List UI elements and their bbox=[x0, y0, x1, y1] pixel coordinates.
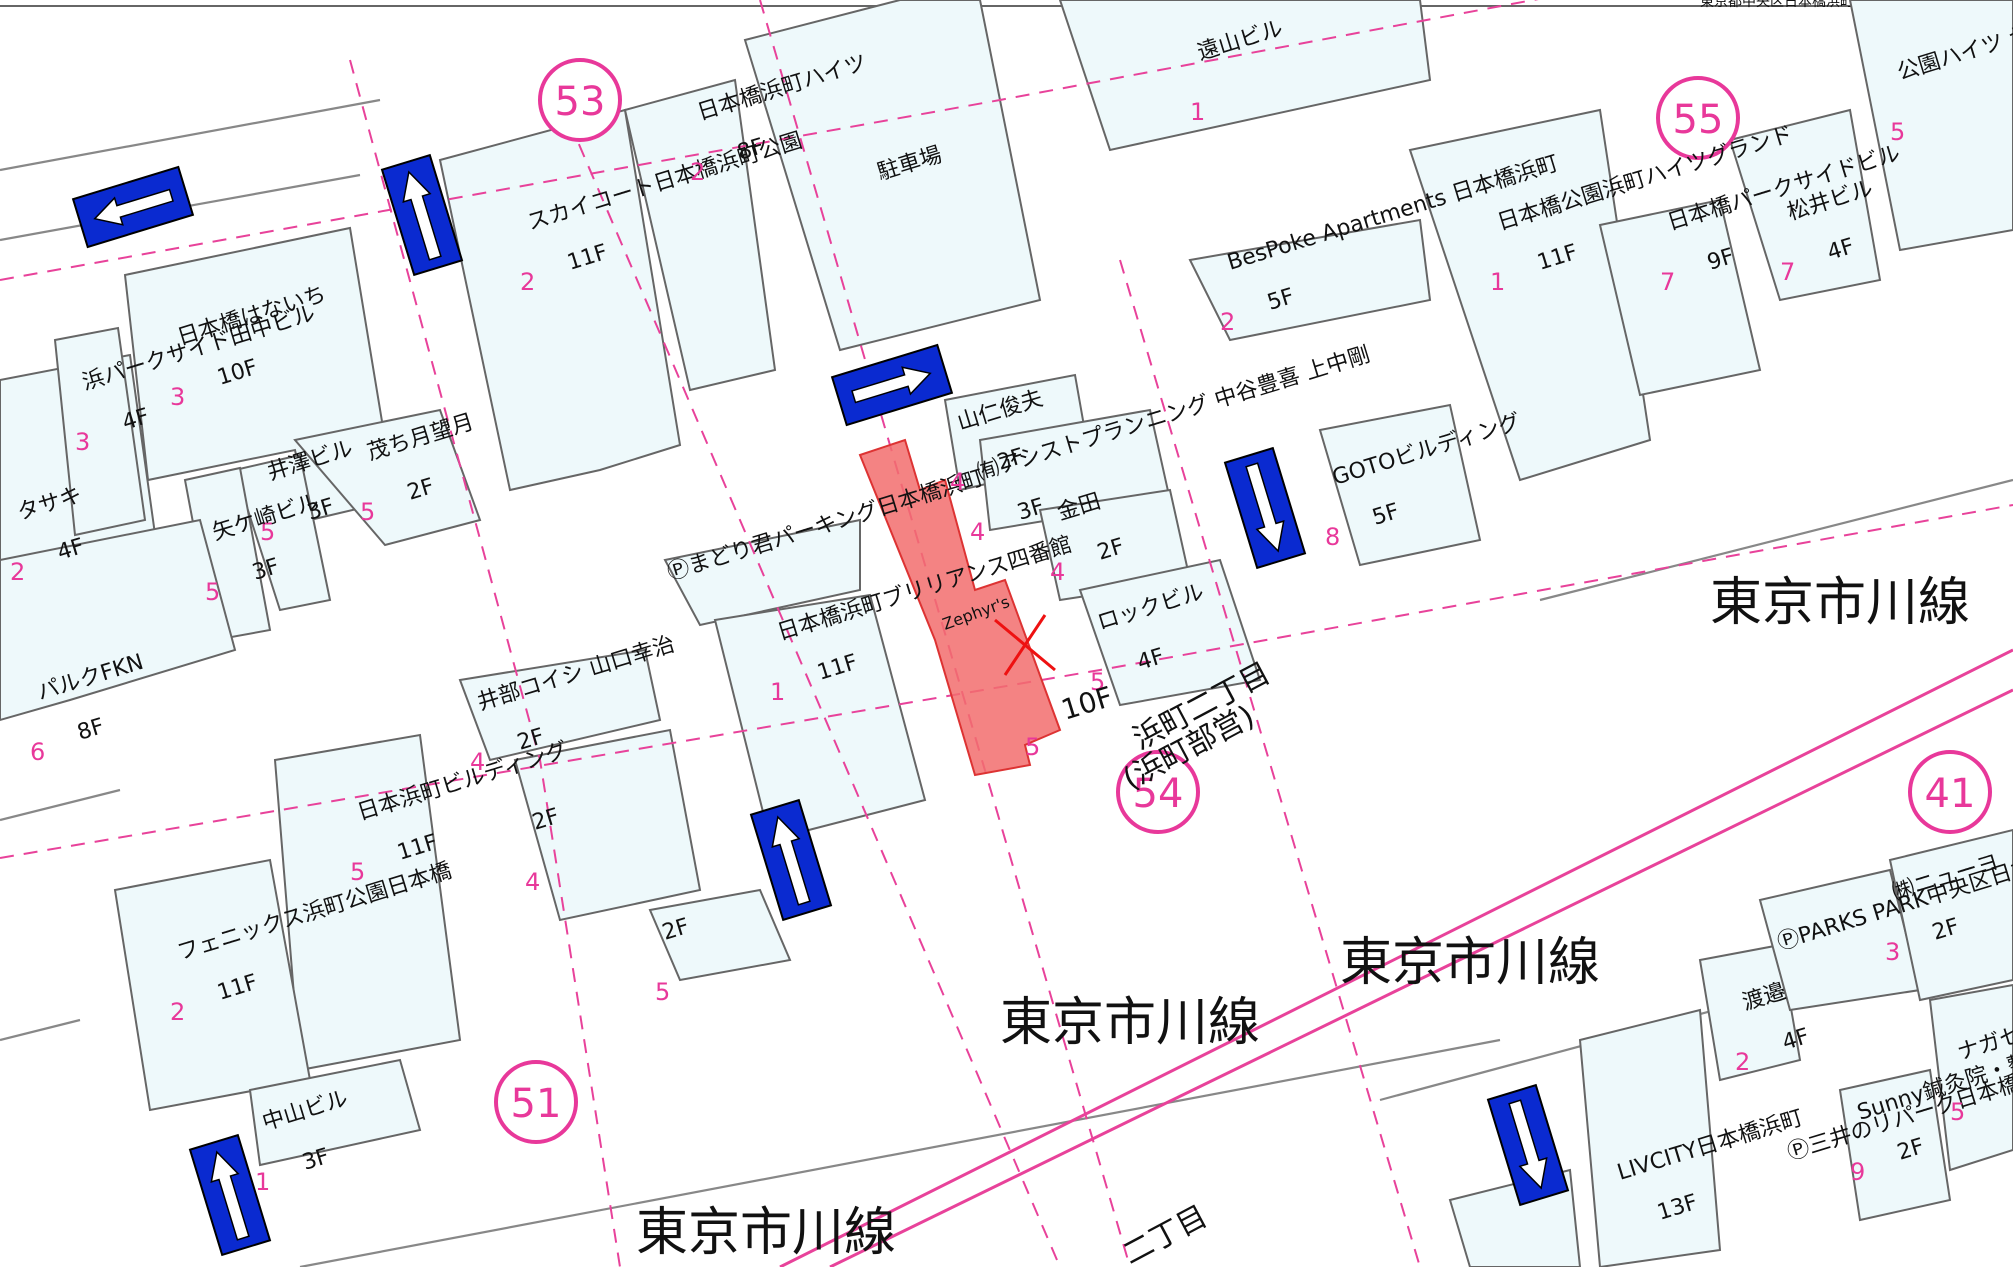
target-marker-line-2 bbox=[1003, 614, 1047, 676]
up-arrow-icon bbox=[771, 815, 811, 906]
building-lot-number: 5 bbox=[1890, 118, 1905, 146]
target-floors: 10F bbox=[1057, 680, 1116, 727]
down-arrow-icon bbox=[1508, 1099, 1548, 1190]
arrow-1 bbox=[71, 165, 195, 249]
building-lot-number: 5 bbox=[260, 518, 275, 546]
svg-text:41: 41 bbox=[1925, 771, 1976, 817]
arrow-5 bbox=[749, 798, 833, 922]
road-label: 東京市川線 bbox=[1000, 993, 1260, 1053]
arrow-6 bbox=[188, 1133, 272, 1257]
road-outlines bbox=[0, 98, 2013, 1267]
building-lot-number: 5 bbox=[1950, 1098, 1965, 1126]
building-lot-number: 1 bbox=[1490, 268, 1505, 296]
building-lot-number: 4 bbox=[525, 868, 540, 896]
arrow-7 bbox=[1486, 1083, 1570, 1207]
svg-text:54: 54 bbox=[1133, 771, 1184, 817]
block-number-54: 54 bbox=[1116, 750, 1200, 834]
svg-text:53: 53 bbox=[555, 79, 606, 125]
building-lot-number: 3 bbox=[75, 428, 90, 456]
district-label: 二丁目 bbox=[1117, 1199, 1213, 1267]
building-lot-number: 6 bbox=[30, 738, 45, 766]
svg-text:51: 51 bbox=[511, 1081, 562, 1127]
block-number-53: 53 bbox=[538, 58, 622, 142]
building-lot-number: 5 bbox=[205, 578, 220, 606]
up-arrow-icon bbox=[210, 1150, 250, 1241]
svg-text:55: 55 bbox=[1673, 97, 1724, 143]
building-lot-number: 3 bbox=[1885, 938, 1900, 966]
building-lot-number: 2 bbox=[690, 158, 705, 186]
building-lot-number: 2 bbox=[1735, 1048, 1750, 1076]
arrow-4 bbox=[1223, 446, 1307, 570]
arrow-2 bbox=[380, 153, 464, 277]
rail-line bbox=[779, 648, 2013, 1267]
left-arrow-icon bbox=[93, 188, 174, 226]
down-arrow-icon bbox=[1245, 462, 1285, 553]
building-lot-number: 5 bbox=[655, 978, 670, 1006]
header-address: 東京都中央区日本橋浜町2丁目 bbox=[1700, 0, 1891, 10]
rail-line-2 bbox=[829, 688, 2013, 1267]
building-lot-number: 2 bbox=[520, 268, 535, 296]
building-lot-number: 1 bbox=[770, 678, 785, 706]
building-lot-number: 4 bbox=[1050, 558, 1065, 586]
building-lot-number: 5 bbox=[360, 498, 375, 526]
building-lot-number: 4 bbox=[470, 748, 485, 776]
building-lot-number: 7 bbox=[1780, 258, 1795, 286]
building-lot-number: 2 bbox=[10, 558, 25, 586]
block-number-55: 55 bbox=[1656, 76, 1740, 160]
building-lot-number: 4 bbox=[950, 468, 965, 496]
right-arrow-icon bbox=[851, 366, 932, 404]
building-lot-number: 1 bbox=[1190, 98, 1205, 126]
block-number-41: 41 bbox=[1908, 750, 1992, 834]
up-arrow-icon bbox=[402, 170, 442, 261]
building-lot-number: 5 bbox=[350, 858, 365, 886]
building-lot-number: 4 bbox=[970, 518, 985, 546]
building-lot-number: 5 bbox=[1090, 668, 1105, 696]
block-number-51: 51 bbox=[494, 1060, 578, 1144]
building-lot-number: 1 bbox=[255, 1168, 270, 1196]
road-label: 東京市川線 bbox=[1340, 933, 1600, 993]
building-lot-number: 7 bbox=[1660, 268, 1675, 296]
building-lot-number: 2 bbox=[1220, 308, 1235, 336]
building-lot-number: 9 bbox=[1850, 1158, 1865, 1186]
road-label: 東京市川線 bbox=[636, 1203, 896, 1263]
building-lot-number: 3 bbox=[170, 383, 185, 411]
target-building[interactable] bbox=[858, 438, 1062, 777]
arrow-3 bbox=[830, 343, 954, 427]
building-lot-number: 2 bbox=[170, 998, 185, 1026]
target-lot: 5 bbox=[1025, 733, 1040, 761]
building-lot-number: 8 bbox=[1325, 523, 1340, 551]
road-label: 東京市川線 bbox=[1710, 573, 1970, 633]
building-floors-label: 8F bbox=[74, 714, 107, 746]
